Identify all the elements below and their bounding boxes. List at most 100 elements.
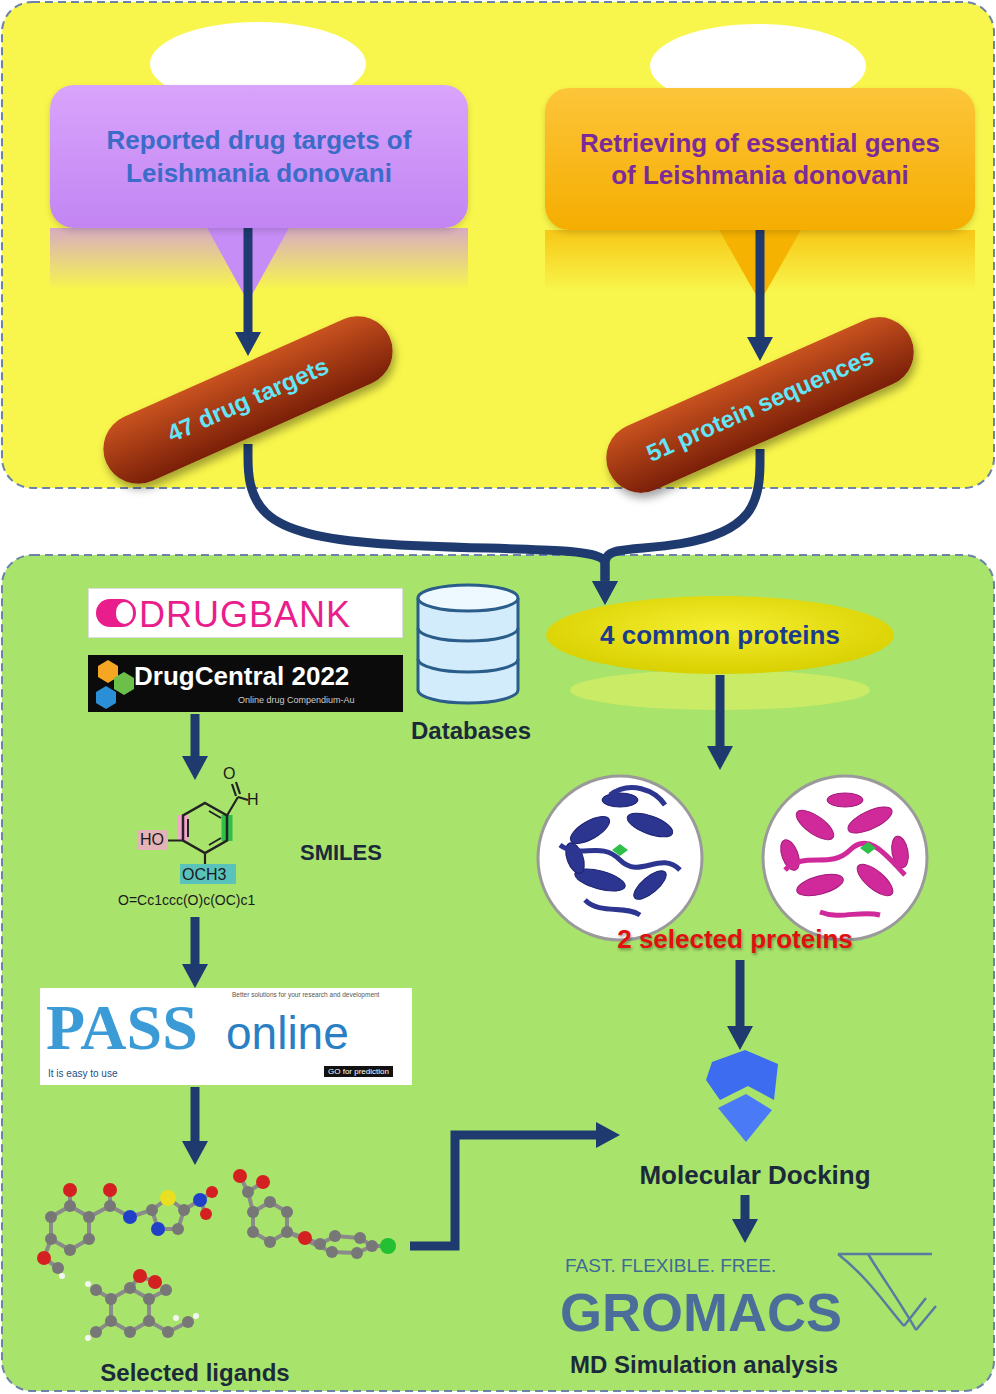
ligand-atoms [105,1293,117,1305]
chemical-structure [188,811,221,845]
atom-label: OCH3 [182,867,226,883]
box-reflection [50,228,975,292]
ligand-atoms [90,1326,102,1338]
ligand-atoms [83,1211,95,1223]
box-title: Retrieving of essential genes of Leishma… [565,127,955,192]
ligand-atoms [64,1200,76,1212]
protein-structure [785,843,905,915]
ligand-atoms [242,1186,254,1198]
ligand-atoms [193,1313,199,1319]
ligand-atoms [83,1233,95,1245]
step-label: FAST. FLEXIBLE. FREE. [565,1255,776,1277]
ligand-atoms [173,1315,179,1321]
flow-arrow [191,917,200,964]
database-cylinder [418,598,518,703]
protein-structure [763,776,927,940]
logo-text: DrugCentral 2022 [134,661,349,692]
database-cylinder [418,585,518,611]
ligand-atoms [146,1204,158,1216]
ligand-atoms [133,1269,147,1283]
ligand-atoms [326,1246,338,1258]
ligand-atoms [85,1281,91,1287]
ligand-atoms [247,1226,259,1238]
step-label: GROMACS [560,1283,842,1342]
ligand-atoms [160,1284,172,1296]
ligand-atoms [172,1223,184,1235]
logo-text: Online drug Compendium-Au [238,695,355,705]
ligand-atoms [182,1316,194,1328]
ligand-atoms [247,1206,259,1218]
flow-arrow [756,230,765,337]
drugcentral-logo: DrugCentral 2022Online drug Compendium-A… [88,655,403,712]
flow-arrow [248,444,605,581]
pointer-triangle [206,226,802,302]
protein-structure [827,793,863,807]
docking-icon [706,1050,778,1142]
ligand-atoms [256,1175,270,1189]
protein-structure [538,776,927,940]
bottom-panel [2,555,994,1391]
ligand-atoms [366,1240,378,1252]
ligand-atoms [105,1315,117,1327]
drugbank-icon [96,599,136,627]
ligand-group: Selected ligands [20,1165,410,1390]
docking-icon [706,1050,778,1100]
protein-structure [792,805,838,845]
ligand-atoms [124,1282,136,1294]
drugcentral-icon [96,660,134,709]
ligand-atoms [281,1226,293,1238]
database-cylinder [418,585,518,703]
ligand-atoms [178,1204,190,1216]
ligand-atoms [314,1238,326,1250]
gromacs-bird [838,1254,936,1330]
protein-structure [844,802,895,839]
logo-text: It is easy to use [48,1068,117,1079]
docking-icon [718,1094,772,1142]
protein-structure [860,842,876,854]
ligand-atoms [45,1233,57,1245]
protein-structure [794,870,845,900]
ligand-atoms [264,1196,276,1208]
ligand-atoms [148,1275,162,1289]
atom-label: O [223,766,235,782]
box-title: Reported drug targets of Leishmania dono… [70,124,448,189]
protein-structure [562,840,588,876]
flow-arrow [736,960,745,1026]
pass-logo: PASSonlineBetter solutions for your rese… [40,988,412,1085]
smiles-text: SMILES [300,840,382,866]
bottom-panel [2,555,994,1391]
logo-text: online [226,1010,349,1056]
ligand-atoms [380,1238,396,1254]
gromacs-bird [838,1254,936,1330]
protein-structure [612,844,628,856]
group-label: Selected ligands [20,1359,370,1387]
flow-arrow [410,1135,596,1246]
ligand-atoms [37,1169,396,1341]
ligand-atoms [351,1247,363,1259]
protein-structure [630,866,671,904]
logo-text: DRUGBANK [139,594,351,636]
drugcentral-icon [114,672,134,695]
ligand-atoms [85,1335,91,1341]
chemical-structure [138,782,248,884]
chemical-structure [168,782,248,864]
flow-arrow [244,228,253,332]
ligand-atoms [64,1244,76,1256]
drugbank-icon [116,602,133,624]
ligand-atoms [124,1326,136,1338]
ligand-atoms [281,1206,293,1218]
ligand-atoms [123,1210,137,1224]
ligand-molecule [240,1176,388,1253]
group-label: Databases [405,717,537,745]
chemical-structure [183,803,227,853]
ligand-atoms [151,1222,165,1236]
drugbank-icon [96,599,136,627]
ligand-molecule [44,1176,388,1332]
flow-arrow [191,1087,200,1141]
ligand-molecule [96,1276,188,1332]
ligand-atoms [233,1169,247,1183]
ligand-atoms [37,1251,51,1265]
ligand-atoms [264,1236,276,1248]
step-label: MD Simulation analysis [570,1351,838,1379]
flow-arrow [716,675,725,746]
